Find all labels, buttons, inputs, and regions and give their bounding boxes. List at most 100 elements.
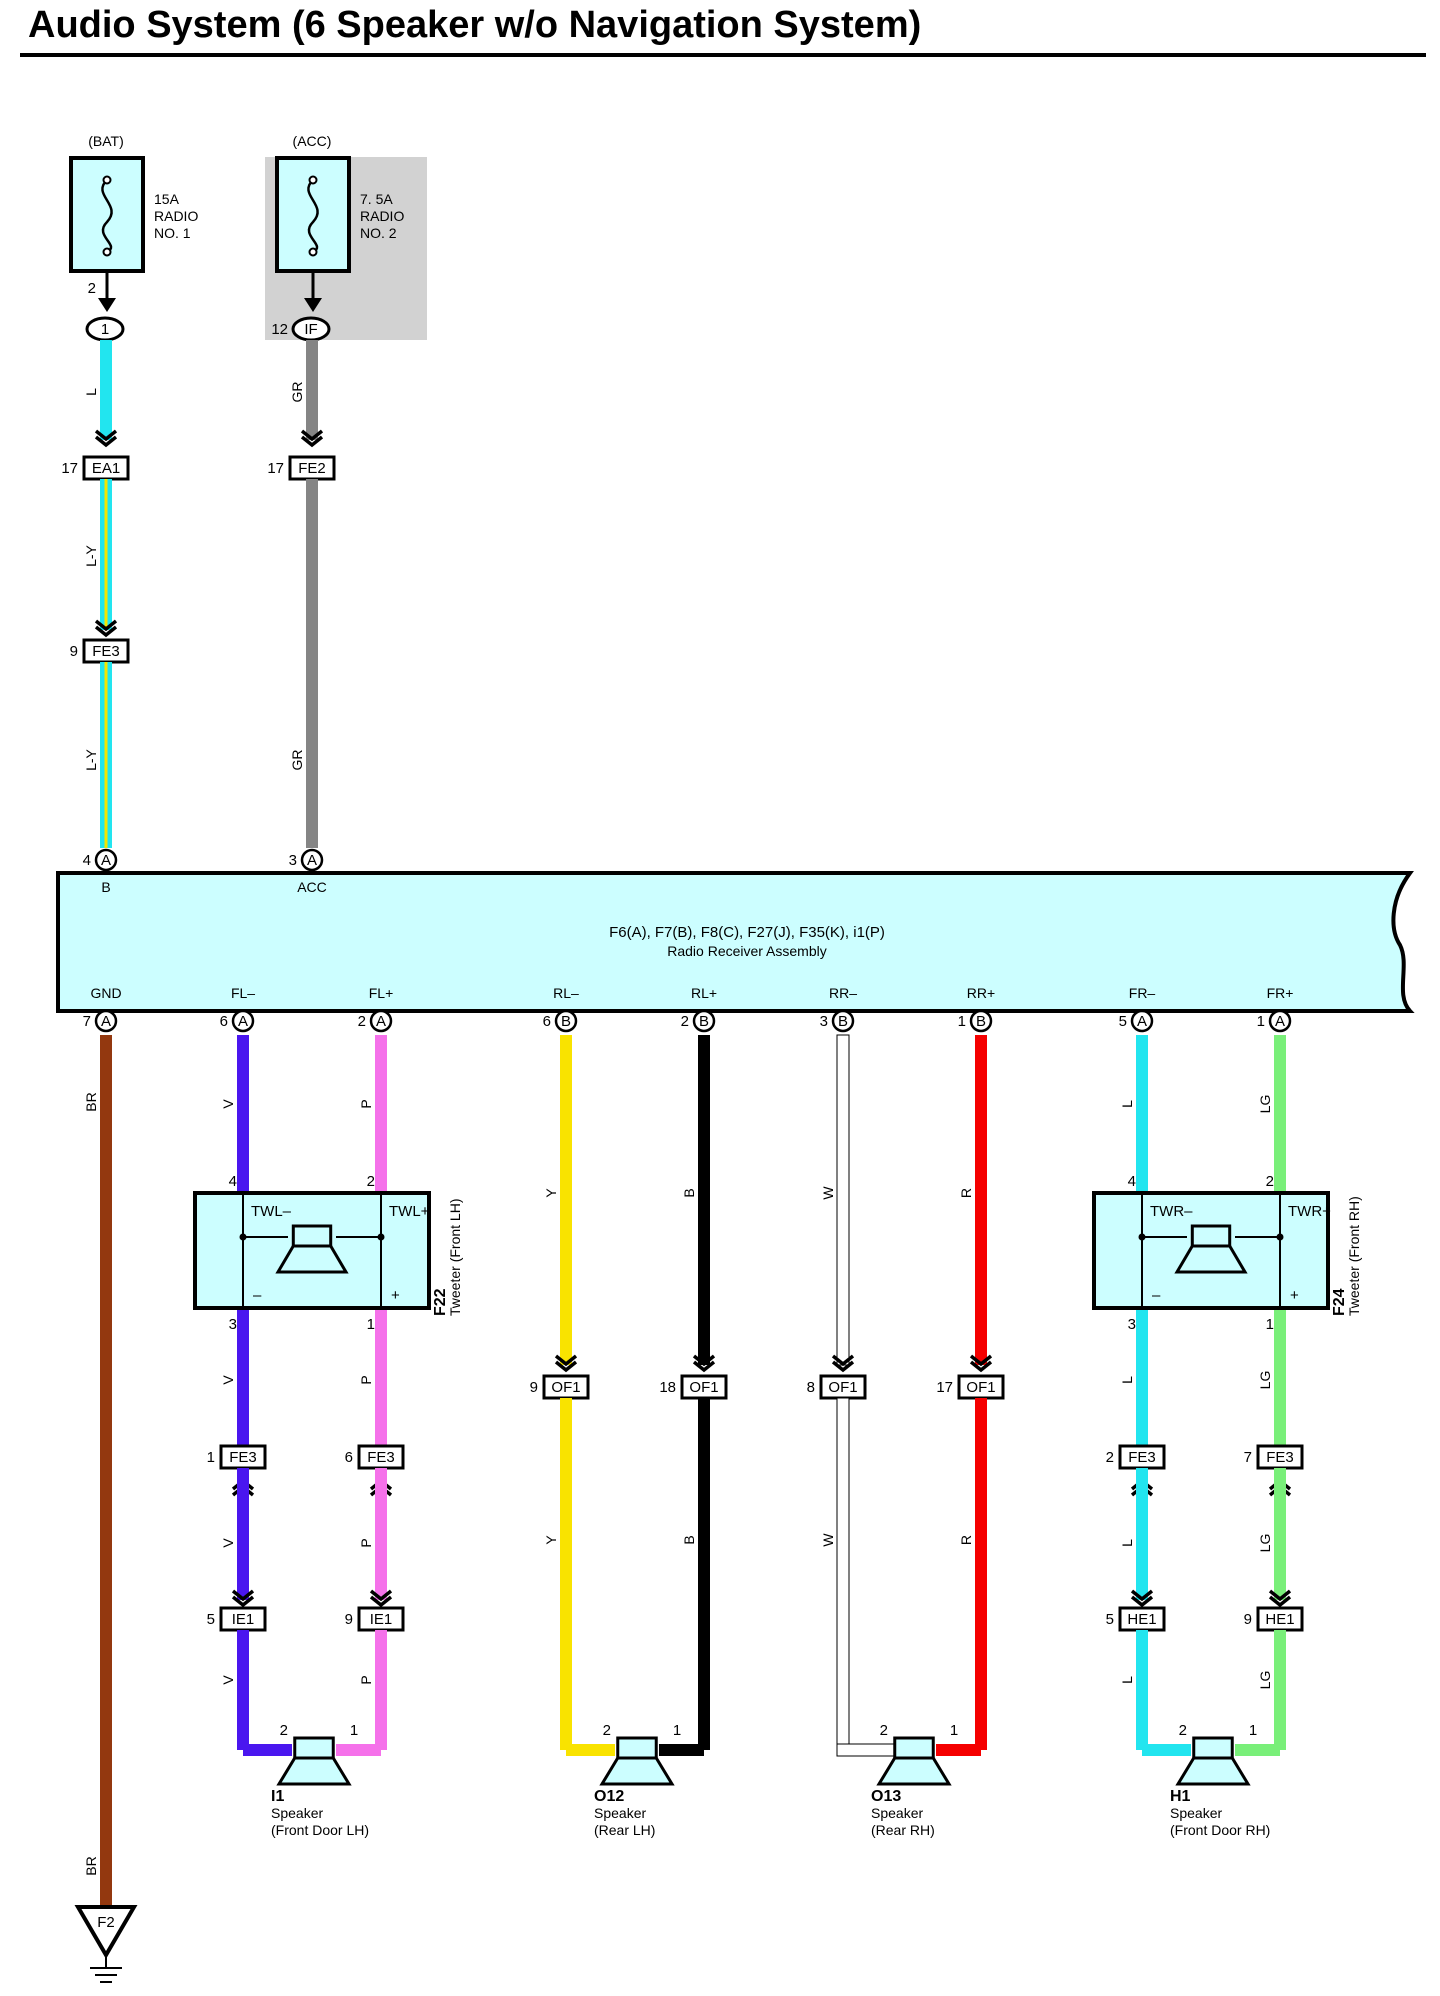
receiver-bottom-label-6: RR+ bbox=[967, 985, 995, 1001]
receiver-bottom-pin-3-letter: B bbox=[561, 1013, 571, 1030]
fe3_frm-connector-pin: 2 bbox=[1106, 1449, 1114, 1466]
fe3_frp-connector-label: FE3 bbox=[1266, 1449, 1294, 1466]
right-neg-label: TWR– bbox=[1150, 1203, 1193, 1220]
flm-label-3: V bbox=[220, 1538, 236, 1548]
receiver-bottom-pin-6: B1 bbox=[958, 1009, 993, 1033]
of1_rlp-chevron bbox=[692, 1354, 716, 1373]
of1_rlm-connector-label: OF1 bbox=[551, 1379, 580, 1396]
flp-label-3: P bbox=[358, 1538, 374, 1547]
left-plus: + bbox=[391, 1287, 400, 1304]
receiver-bottom-pin-8-pin: 1 bbox=[1257, 1013, 1265, 1030]
receiver-bottom-pin-8: A1 bbox=[1257, 1009, 1292, 1033]
rrm-label-1: W bbox=[820, 1186, 836, 1200]
speaker-2-type: Speaker bbox=[871, 1805, 923, 1821]
right-name: Tweeter (Front RH) bbox=[1346, 1196, 1362, 1316]
speaker-1-type: Speaker bbox=[594, 1805, 646, 1821]
gnd-wire-label-1: BR bbox=[83, 1092, 99, 1111]
receiver-bottom-label-4: RL+ bbox=[691, 985, 717, 1001]
fe3-power-chevron bbox=[94, 619, 118, 638]
flp-label-2: P bbox=[358, 1375, 374, 1384]
receiver-name: Radio Receiver Assembly bbox=[667, 943, 827, 959]
fe3_frp-connector-pin: 7 bbox=[1244, 1449, 1252, 1466]
receiver-top-pin-1: A3 bbox=[289, 848, 324, 872]
receiver-top-label-0: B bbox=[101, 879, 110, 895]
acc-wire-label-1: GR bbox=[289, 382, 305, 403]
right-in-pos-pin: 2 bbox=[1266, 1173, 1274, 1190]
acc-junction-pin: 12 bbox=[271, 321, 288, 338]
receiver-bottom-pin-5-pin: 3 bbox=[820, 1013, 828, 1030]
receiver-top-pin-1-letter: A bbox=[307, 852, 317, 869]
receiver-bottom-pin-3-pin: 6 bbox=[543, 1013, 551, 1030]
of1_rlp-connector-label: OF1 bbox=[689, 1379, 718, 1396]
right-out-neg-pin: 3 bbox=[1128, 1316, 1136, 1333]
of1_rlp-connector-pin: 18 bbox=[659, 1379, 676, 1396]
of1_rlm-connector-pin: 9 bbox=[530, 1379, 538, 1396]
speaker-2-id: O13 bbox=[871, 1788, 901, 1805]
frm-label-4: L bbox=[1119, 1676, 1135, 1684]
speaker-3-id: H1 bbox=[1170, 1788, 1191, 1805]
speaker-0-pin-pos: 1 bbox=[350, 1722, 358, 1739]
of1_rrp-connector-label: OF1 bbox=[966, 1379, 995, 1396]
receiver-top-pin-0: A4 bbox=[83, 848, 118, 872]
rlp-label-1: B bbox=[681, 1188, 697, 1197]
ea1-connector-pin: 17 bbox=[61, 460, 78, 477]
he1_frp-connector-pin: 9 bbox=[1244, 1611, 1252, 1628]
of1_rlm-chevron bbox=[554, 1354, 578, 1373]
bat-junction-label: 1 bbox=[101, 321, 109, 338]
bat-junction-pin: 2 bbox=[88, 280, 96, 297]
rrp-label-2: R bbox=[958, 1535, 974, 1545]
bat-fuse-name-2: NO. 1 bbox=[154, 225, 191, 241]
right-speaker-icon bbox=[1174, 1224, 1248, 1274]
left-out-pos-pin: 1 bbox=[367, 1316, 375, 1333]
frp-label-3: LG bbox=[1257, 1534, 1273, 1553]
of1_rrp-chevron bbox=[969, 1354, 993, 1373]
acc-junction-label: IF bbox=[304, 321, 317, 338]
right-id: F24 bbox=[1331, 1288, 1348, 1316]
right-plus: + bbox=[1290, 1287, 1299, 1304]
frp-label-1: LG bbox=[1257, 1095, 1273, 1114]
receiver-bottom-pin-2: A2 bbox=[358, 1009, 393, 1033]
flp-label-1: P bbox=[358, 1099, 374, 1108]
of1_rrp-connector: OF1 17 bbox=[936, 1374, 1005, 1400]
frm-label-1: L bbox=[1119, 1100, 1135, 1108]
speaker-3-pin-neg: 2 bbox=[1179, 1722, 1187, 1739]
ground-label: F2 bbox=[97, 1914, 115, 1931]
ie1_flm-connector-pin: 5 bbox=[207, 1611, 215, 1628]
rrp-label-1: R bbox=[958, 1188, 974, 1198]
ea1-chevron bbox=[94, 429, 118, 448]
receiver-bottom-pin-2-pin: 2 bbox=[358, 1013, 366, 1030]
receiver-bottom-pin-7: A5 bbox=[1119, 1009, 1154, 1033]
acc-fuse-rating: 7. 5A bbox=[360, 191, 393, 207]
receiver-bottom-pin-1: A6 bbox=[220, 1009, 255, 1033]
receiver-bottom-pin-4: B2 bbox=[681, 1009, 716, 1033]
speaker-0-id: I1 bbox=[271, 1788, 284, 1805]
fe3_frm-connector-label: FE3 bbox=[1128, 1449, 1156, 1466]
he1_frp-chevron bbox=[1268, 1589, 1292, 1608]
receiver-bottom-pin-7-pin: 5 bbox=[1119, 1013, 1127, 1030]
speaker-2-icon bbox=[876, 1736, 952, 1786]
of1_rlm-connector: OF1 9 bbox=[530, 1374, 590, 1400]
diagram-title: Audio System (6 Speaker w/o Navigation S… bbox=[28, 4, 922, 46]
acc-lead-arrow bbox=[304, 298, 322, 312]
ie1_flp-chevron bbox=[369, 1589, 393, 1608]
of1_rrp-connector-pin: 17 bbox=[936, 1379, 953, 1396]
fe3_frp-connector: FE3 7 bbox=[1244, 1444, 1304, 1470]
right-pos-label: TWR+ bbox=[1288, 1203, 1331, 1220]
bat-wire-label-1: L bbox=[83, 388, 99, 396]
speaker-1-icon bbox=[599, 1736, 675, 1786]
fe2-connector-pin: 17 bbox=[267, 460, 284, 477]
speaker-3-icon bbox=[1175, 1736, 1251, 1786]
rlp-label-2: B bbox=[681, 1535, 697, 1544]
flm-label-1: V bbox=[220, 1099, 236, 1109]
receiver-bottom-pin-6-pin: 1 bbox=[958, 1013, 966, 1030]
fe3_frm-connector: FE3 2 bbox=[1106, 1444, 1166, 1470]
receiver-bottom-label-8: FR+ bbox=[1267, 985, 1294, 1001]
receiver-bottom-pin-2-letter: A bbox=[376, 1013, 386, 1030]
